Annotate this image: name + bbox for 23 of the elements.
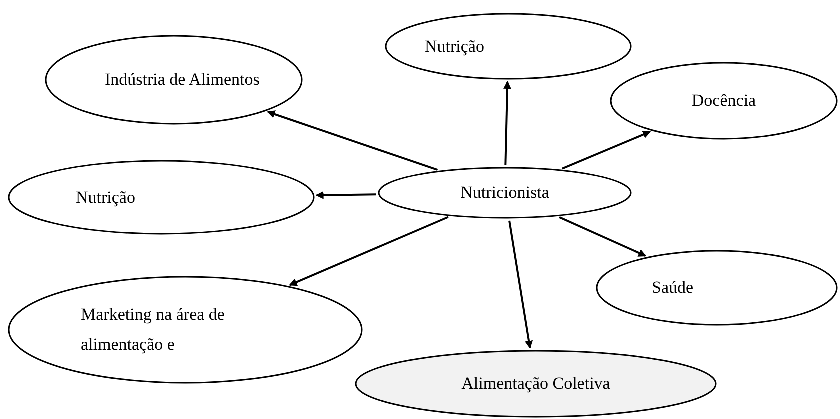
node-label: Nutrição	[425, 36, 484, 58]
arrow	[316, 191, 376, 200]
arrow	[267, 110, 438, 171]
node-label: Nutrição	[76, 186, 136, 209]
arrow	[503, 81, 512, 166]
node-label: Saúde	[652, 277, 694, 299]
arrow	[508, 220, 533, 350]
node-label: Nutricionista	[460, 182, 550, 204]
arrow	[562, 131, 652, 170]
node-label: Docência	[692, 90, 756, 112]
ellipse-node	[596, 250, 838, 326]
ellipse-node	[355, 350, 717, 418]
arrow	[559, 216, 647, 257]
ellipse-node	[610, 62, 838, 140]
ellipse-node	[8, 160, 315, 235]
ellipse-node	[8, 276, 363, 384]
arrow	[289, 216, 449, 286]
ellipse-node	[45, 35, 303, 125]
node-label: Alimentação Coletiva	[462, 373, 610, 395]
ellipse-node	[378, 167, 632, 219]
ellipse-node	[385, 13, 632, 80]
node-label: Indústria de Alimentos	[105, 69, 260, 91]
node-label: Marketing na área de alimentação e	[81, 304, 226, 356]
